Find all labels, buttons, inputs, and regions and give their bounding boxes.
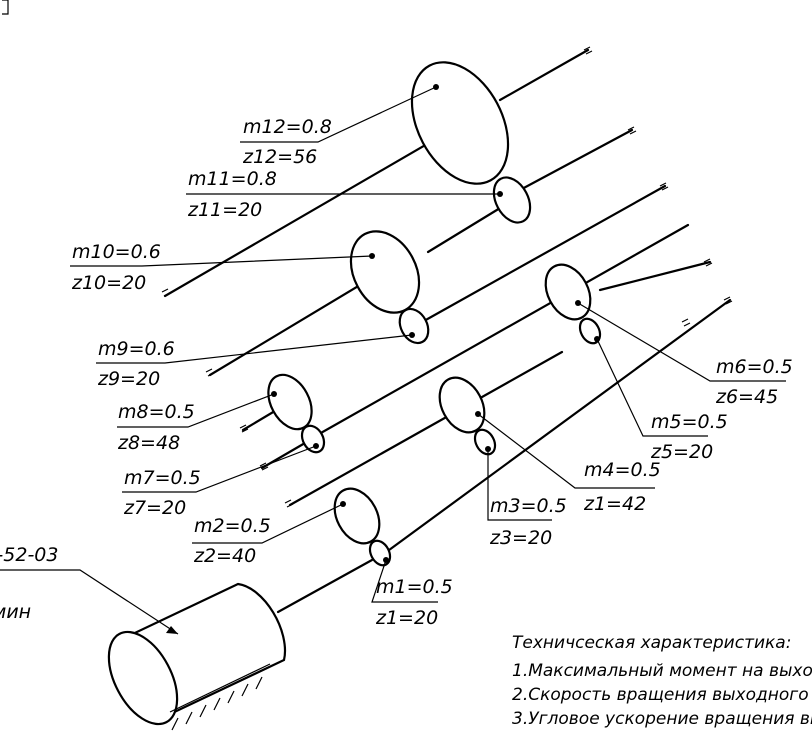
shaft-end-ticks <box>161 46 733 508</box>
shaft-4 <box>310 223 690 440</box>
technical-spec: Техничсеская характеристика: 1.Максималь… <box>512 633 812 729</box>
motor-leader-arrow <box>166 626 178 634</box>
shaft-1-end <box>498 48 590 102</box>
leader-dot-11 <box>497 191 503 197</box>
label-z3: z3=20 <box>489 527 552 549</box>
leader-dot-4 <box>475 411 481 417</box>
label-m11: m11=0.8 <box>188 168 277 190</box>
label-z4: z1=42 <box>583 493 646 515</box>
leader-dot-7 <box>313 443 319 449</box>
leader-dot-2 <box>340 501 346 507</box>
gear-4 <box>438 376 486 434</box>
gear-12 <box>410 61 510 185</box>
leader-dot-6 <box>575 300 581 306</box>
shaft-1 <box>163 120 467 298</box>
label-z8: z8=48 <box>117 432 180 454</box>
gear-labels: m12=0.8 z12=56 m11=0.8 z11=20 m10=0.6 z1… <box>71 116 793 629</box>
label-m3: m3=0.5 <box>490 495 567 517</box>
leader-dot-8 <box>271 391 277 397</box>
motor-base-hatching <box>171 676 263 731</box>
label-m9: m9=0.6 <box>98 338 175 360</box>
leader-dot-12 <box>433 84 439 90</box>
motor: P-52-03 мин <box>0 544 287 731</box>
shaft-2c <box>426 203 507 254</box>
shaft-5b <box>598 260 712 292</box>
spec-line-2: 2.Скорость вращения выходного в <box>512 685 812 705</box>
gear-10 <box>349 230 421 314</box>
leader-lines <box>70 84 786 603</box>
motor-base <box>169 663 271 713</box>
gear-5 <box>578 317 602 345</box>
label-m7: m7=0.5 <box>124 467 201 489</box>
leader-8 <box>117 393 275 428</box>
leader-10 <box>70 255 373 267</box>
leader-dot-9 <box>409 332 415 338</box>
frame-corner <box>2 0 9 15</box>
label-z9: z9=20 <box>97 368 160 390</box>
leader-dot-5 <box>594 336 600 342</box>
leader-dot-1 <box>383 557 389 563</box>
motor-unit: мин <box>0 601 31 623</box>
label-m6: m6=0.5 <box>716 356 793 378</box>
label-m1: m1=0.5 <box>376 576 453 598</box>
label-m8: m8=0.5 <box>118 401 195 423</box>
label-z11: z11=20 <box>187 199 262 221</box>
label-m4: m4=0.5 <box>584 459 661 481</box>
label-z12: z12=56 <box>242 146 317 168</box>
label-z2: z2=40 <box>193 545 256 567</box>
label-z10: z10=20 <box>71 272 146 294</box>
gear-2 <box>333 487 381 545</box>
leader-3 <box>487 449 552 521</box>
shaft-6 <box>276 558 374 614</box>
leader-4 <box>477 413 655 489</box>
spec-line-3: 3.Угловое ускорение вращения вы <box>512 709 812 729</box>
gear-11 <box>492 176 532 224</box>
label-m12: m12=0.8 <box>243 116 332 138</box>
label-m2: m2=0.5 <box>194 515 271 537</box>
label-z6: z6=45 <box>715 386 778 408</box>
shafts <box>161 46 733 614</box>
leader-2 <box>192 503 344 544</box>
motor-leader <box>0 569 179 635</box>
spec-title: Техничсеская характеристика: <box>512 633 791 653</box>
leader-1 <box>371 559 438 603</box>
label-z5: z5=20 <box>650 441 713 463</box>
motor-face <box>107 630 179 726</box>
leader-5 <box>596 338 708 437</box>
leader-12 <box>240 86 437 143</box>
leader-6 <box>577 302 786 382</box>
shaft-2 <box>518 128 634 192</box>
shaft-2b <box>208 268 387 377</box>
shaft-5 <box>288 350 564 507</box>
gear-6 <box>544 263 592 321</box>
motor-code: P-52-03 <box>0 544 58 566</box>
shaft-6b <box>383 298 732 555</box>
label-m10: m10=0.6 <box>72 241 161 263</box>
label-z1: z1=20 <box>375 607 438 629</box>
leader-dot-3 <box>485 446 491 452</box>
leader-9 <box>96 334 413 364</box>
spec-line-1: 1.Максимальный момент на выходн <box>512 661 812 681</box>
shaft-3 <box>413 184 667 328</box>
gears <box>267 61 602 567</box>
label-z7: z7=20 <box>123 497 186 519</box>
label-m5: m5=0.5 <box>651 411 728 433</box>
gear-9 <box>398 307 430 345</box>
leader-7 <box>122 445 317 493</box>
leader-dot-10 <box>369 253 375 259</box>
